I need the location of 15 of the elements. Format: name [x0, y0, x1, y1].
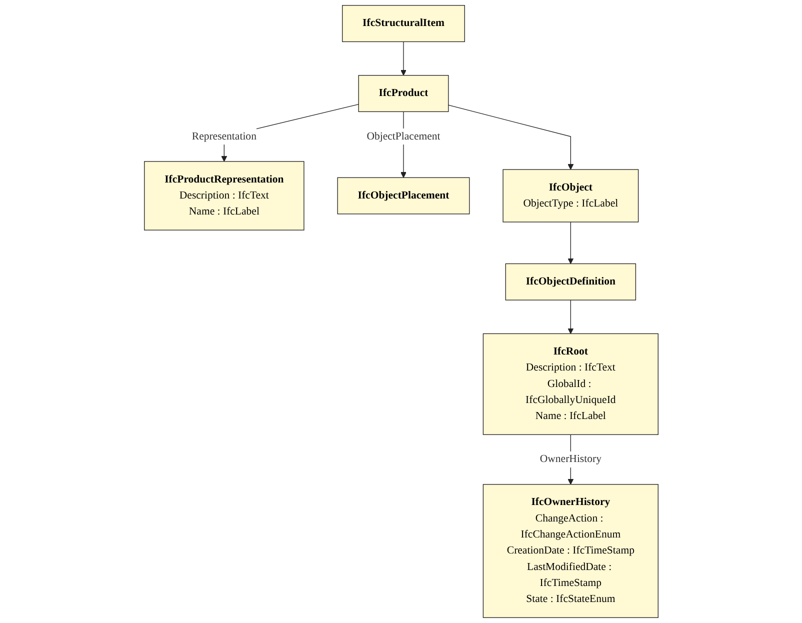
node-box: IfcObject ObjectType : IfcLabel — [502, 169, 638, 222]
edge-label: ObjectPlacement — [366, 130, 440, 142]
node-box: IfcOwnerHistory ChangeAction : IfcChangeActionEnum CreationDate : IfcTimeStamp LastModifiedDate : IfcTimeStamp State : IfcStateEnum — [482, 484, 658, 618]
arrow — [567, 300, 574, 334]
node-box: IfcProductRepresentation Description : IfcText Name : IfcLabel — [144, 161, 304, 230]
arrow — [567, 222, 574, 264]
edge-label: Representation — [192, 130, 256, 142]
node-box: IfcObjectDefinition — [505, 263, 636, 300]
node-box: IfcRoot Description : IfcText GlobalId : IfcGloballyUniqueId Name : IfcLabel — [482, 333, 658, 435]
edge-label: OwnerHistory — [540, 453, 602, 465]
node-box: IfcObjectPlacement — [336, 177, 470, 214]
arrow — [448, 104, 574, 170]
node-box: IfcStructuralItem — [342, 5, 465, 42]
node-box: IfcProduct — [358, 75, 448, 112]
arrow — [400, 41, 406, 76]
